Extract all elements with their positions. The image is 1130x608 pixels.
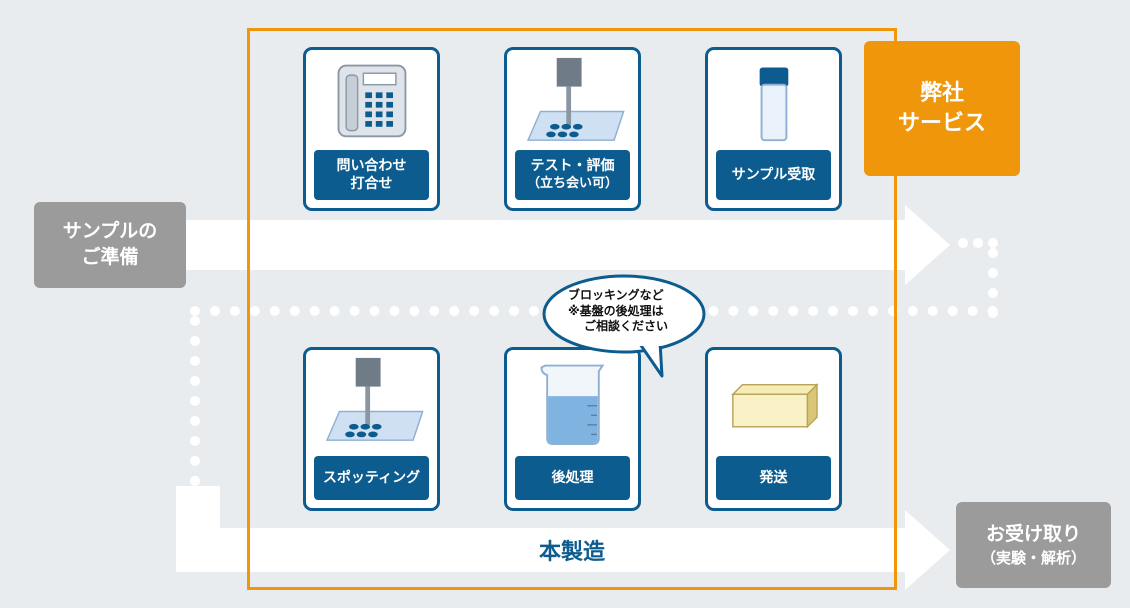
sample-tube-icon: [759, 67, 789, 142]
card-shipping-line1: 発送: [759, 469, 788, 486]
upper-flow-arrow-body: [185, 220, 915, 270]
card-test-line1: テスト・評価: [530, 158, 615, 175]
return-path-right: [988, 248, 998, 318]
card-label: 問い合わせ 打合せ: [314, 150, 429, 200]
spotting-device-icon: [526, 57, 625, 141]
sample-prep-line1: サンプルの: [62, 220, 158, 243]
return-path-top: [958, 238, 998, 248]
card-label: テスト・評価 （立ち会い可）: [515, 150, 630, 200]
card-post-processing-line1: 後処理: [551, 469, 594, 486]
spotting-device-icon: [325, 357, 424, 441]
bubble-line1: ブロッキングなど: [568, 288, 664, 302]
shipping-box-icon: [731, 382, 819, 429]
card-post-processing: 後処理: [504, 347, 641, 511]
return-path-left: [190, 316, 200, 486]
card-spotting-line1: スポッティング: [322, 469, 421, 486]
main-production-title: 本製造: [538, 540, 605, 565]
card-sample-receipt: サンプル受取: [705, 47, 842, 211]
receive-line2: （実験・解析）: [980, 548, 1086, 567]
speech-bubble-shape: [542, 274, 706, 378]
company-service-box: 弊社 サービス: [864, 41, 1020, 176]
card-inquiry-line1: 問い合わせ: [336, 157, 407, 174]
card-sample-receipt-line1: サンプル受取: [731, 166, 816, 183]
lower-flow-arrowhead: [905, 510, 950, 590]
beaker-icon: [540, 364, 605, 445]
sample-prep-line2: ご準備: [81, 246, 139, 268]
sample-prep-box: サンプルの ご準備: [34, 202, 186, 288]
card-test-evaluation: テスト・評価 （立ち会い可）: [504, 47, 641, 211]
speech-bubble-text: ブロッキングなど ※基盤の後処理は ご相談ください: [568, 288, 698, 335]
lower-flow-arrow-body: [176, 528, 916, 572]
card-shipping: 発送: [705, 347, 842, 511]
service-line1: 弊社: [919, 80, 964, 106]
card-label: 後処理: [515, 456, 630, 500]
phone-icon: [337, 64, 407, 138]
service-frame: [247, 28, 897, 590]
card-inquiry: 問い合わせ 打合せ: [303, 47, 440, 211]
receive-box: お受け取り （実験・解析）: [956, 502, 1111, 588]
card-label: スポッティング: [314, 456, 429, 500]
card-label: 発送: [716, 456, 831, 500]
card-test-line2: （立ち会い可）: [526, 175, 618, 191]
card-label: サンプル受取: [716, 150, 831, 200]
upper-flow-arrowhead: [905, 205, 950, 285]
receive-line1: お受け取り: [985, 523, 1081, 546]
card-inquiry-line2: 打合せ: [350, 176, 393, 192]
service-line2: サービス: [897, 110, 986, 136]
bubble-line2: ※基盤の後処理は: [568, 303, 664, 318]
bubble-line3: ご相談ください: [584, 319, 669, 334]
card-spotting: スポッティング: [303, 347, 440, 511]
